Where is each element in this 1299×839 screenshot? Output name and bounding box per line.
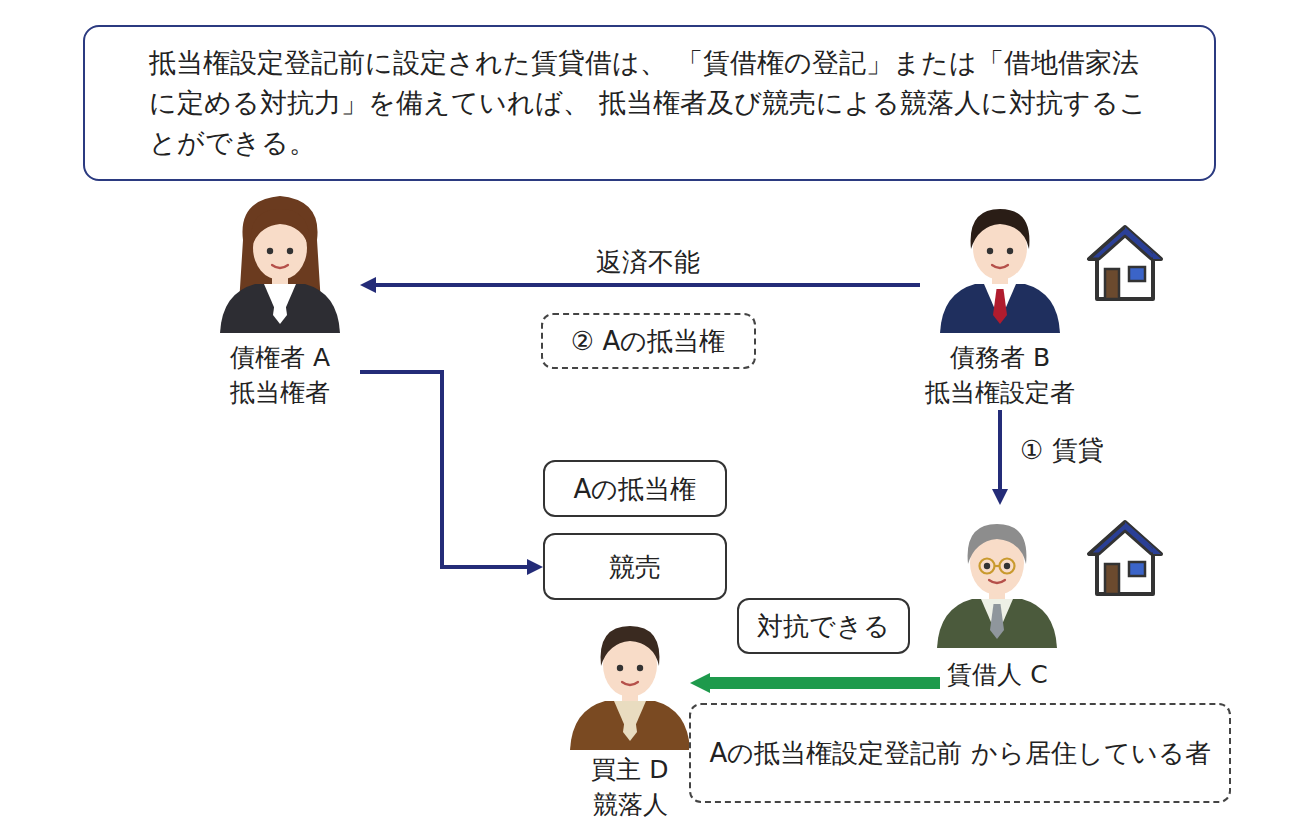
- node-text: 買主 D 競落人: [570, 752, 690, 822]
- debtor-label: 債務者 B 抵当権設定者: [920, 190, 1080, 410]
- node-text: 債務者 B 抵当権設定者: [920, 340, 1080, 410]
- lessee-figure: [937, 524, 1057, 648]
- oppose-box: 対抗できる: [737, 598, 910, 654]
- auction-arrow: [360, 372, 527, 567]
- oppose-arrow: [710, 677, 940, 689]
- node-text: 対抗できる: [757, 608, 890, 644]
- mortgage-box: Aの抵当権: [543, 460, 727, 517]
- node-text: Aの抵当権: [574, 471, 697, 507]
- creditor-figure: [220, 196, 340, 333]
- node-text: 賃借人 C: [940, 657, 1055, 692]
- lessee-label: 賃借人 C: [940, 505, 1055, 692]
- node-text: 競売: [609, 549, 661, 585]
- creditor-label: 債権者 A 抵当権者: [200, 190, 360, 410]
- lease-arrow: [998, 410, 1002, 489]
- mortgage-note: ② Aの抵当権: [541, 313, 756, 369]
- buyer-figure: [570, 626, 690, 750]
- node-text: 債権者 A 抵当権者: [200, 340, 360, 410]
- house-icon: [1089, 522, 1161, 594]
- buyer-label: 買主 D 競落人: [570, 610, 690, 822]
- statement-box: 抵当権設定登記前に設定された賃貸借は、 「賃借権の登記」または「借地借家法に定め…: [83, 25, 1216, 181]
- edge-label: ① 賃貸: [1016, 433, 1108, 467]
- edge-label: 返済不能: [592, 245, 704, 279]
- residence-note: Aの抵当権設定登記前 から居住している者: [689, 703, 1231, 803]
- node-text: Aの抵当権設定登記前 から居住している者: [709, 735, 1210, 771]
- house-icon: [1089, 227, 1161, 299]
- node-text: ② Aの抵当権: [571, 323, 725, 359]
- repayment-arrow: [376, 283, 920, 287]
- debtor-figure: [940, 209, 1060, 333]
- node-text: 抵当権設定登記前に設定された賃貸借は、 「賃借権の登記」または「借地借家法に定め…: [149, 43, 1159, 163]
- auction-box: 競売: [543, 533, 727, 600]
